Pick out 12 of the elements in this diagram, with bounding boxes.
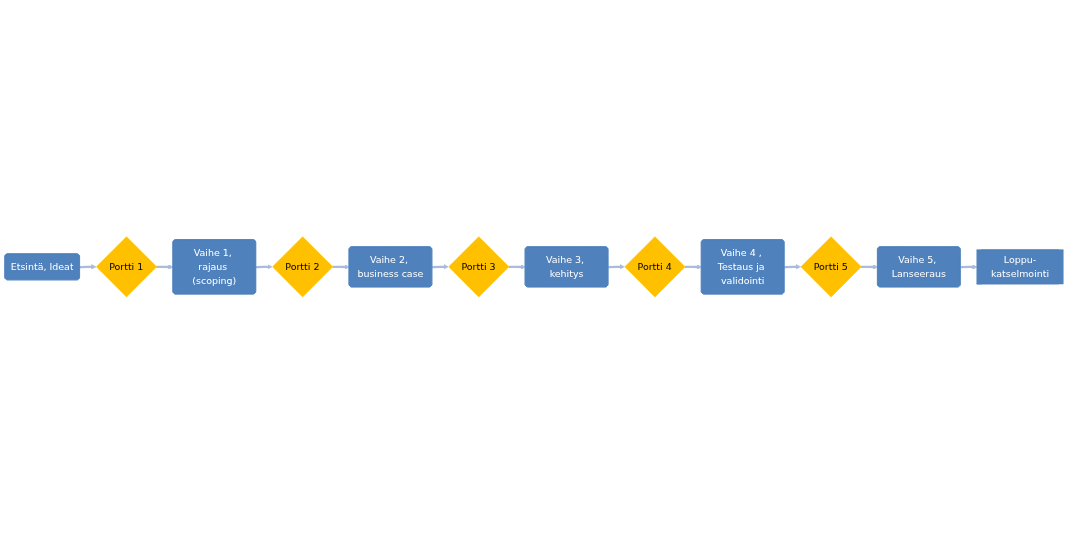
arrow [332,264,350,270]
node-diamond: Portti 5 [800,236,862,298]
node-diamond: Portti 4 [624,236,686,298]
arrow [508,264,526,270]
node-diamond: Portti 2 [272,236,334,298]
node-diamond: Portti 1 [96,236,157,298]
arrow [255,264,273,270]
arrow [684,264,702,270]
arrow [432,264,449,270]
arrow [784,264,801,270]
arrow [860,264,878,270]
node-diamond: Portti 3 [448,236,510,298]
